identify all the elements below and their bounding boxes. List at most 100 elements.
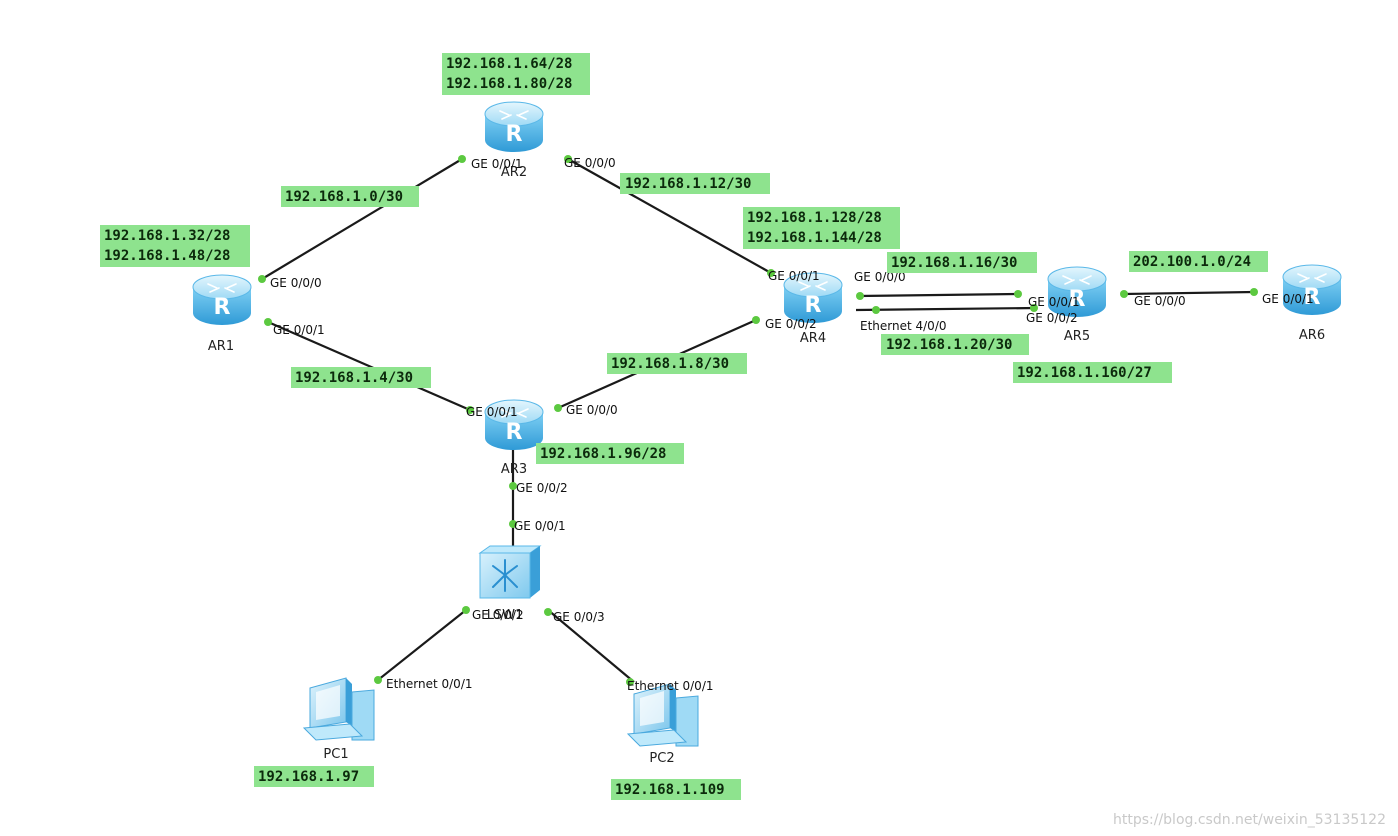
- router-icon: [1282, 264, 1342, 316]
- network-label-bg: [254, 766, 374, 787]
- port-label: GE 0/0/1: [466, 405, 518, 419]
- network-label: 192.168.1.16/30: [891, 255, 1017, 271]
- network-label-bg: [607, 353, 747, 374]
- link-lsw1-pc2: [547, 609, 635, 683]
- network-label-bg: [281, 186, 419, 207]
- network-label: 192.168.1.64/28: [446, 56, 572, 72]
- port-dot: [544, 608, 552, 616]
- network-label-bg: [881, 334, 1029, 355]
- device-label-lsw1: LSW1: [487, 608, 524, 623]
- pc-icon: [626, 683, 699, 747]
- port-label: Ethernet 0/0/1: [627, 679, 714, 693]
- link-lsw1-pc1: [377, 609, 467, 681]
- link-ar5-ar6: [1123, 290, 1255, 296]
- port-dot: [462, 606, 470, 614]
- router-ar1[interactable]: [192, 274, 252, 326]
- network-label: 192.168.1.0/30: [285, 189, 403, 205]
- network-label-bg: [887, 252, 1037, 273]
- port-label: GE 0/0/0: [1134, 294, 1186, 308]
- network-label: 192.168.1.160/27: [1017, 365, 1152, 381]
- port-dot: [564, 155, 572, 163]
- port-dot: [466, 406, 474, 414]
- network-label-bg: [1129, 251, 1268, 272]
- interface-labels: GE 0/0/0 GE 0/0/1 GE 0/0/1 GE 0/0/0 GE 0…: [270, 156, 1314, 693]
- link-ar4-ar5-b: [855, 306, 1037, 312]
- port-label: GE 0/0/1: [471, 157, 523, 171]
- router-ar2[interactable]: [484, 101, 544, 153]
- port-dot: [1250, 288, 1258, 296]
- port-label: GE 0/0/3: [553, 610, 605, 624]
- network-label-bg: [100, 225, 250, 267]
- switch-icon: [478, 545, 542, 599]
- port-dot: [1120, 290, 1128, 298]
- port-label: GE 0/0/0: [566, 403, 618, 417]
- link-ar1-ar2: [261, 158, 463, 280]
- port-dot: [1030, 304, 1038, 312]
- router-ar6[interactable]: [1282, 264, 1342, 316]
- port-label: GE 0/0/2: [516, 481, 568, 495]
- port-dot: [458, 155, 466, 163]
- port-dot: [509, 520, 517, 528]
- device-label-ar1: AR1: [208, 339, 234, 354]
- network-label: 202.100.1.0/24: [1133, 254, 1251, 270]
- network-label: 192.168.1.4/30: [295, 370, 413, 386]
- device-label-ar3: AR3: [501, 462, 527, 477]
- network-label: 192.168.1.109: [615, 782, 725, 798]
- port-label: Ethernet 0/0/1: [386, 677, 473, 691]
- network-labels: 192.168.1.64/28 192.168.1.80/28 192.168.…: [100, 53, 1268, 800]
- network-label: 192.168.1.96/28: [540, 446, 666, 462]
- port-dots: [258, 155, 1258, 686]
- link-ar2-ar4: [567, 158, 772, 274]
- pc-pc2[interactable]: [626, 683, 699, 747]
- port-label: GE 0/0/1: [768, 269, 820, 283]
- link-ar1-ar3: [267, 320, 471, 412]
- network-label-bg: [1013, 362, 1172, 383]
- port-dot: [509, 482, 517, 490]
- port-dot: [752, 316, 760, 324]
- port-dot: [258, 275, 266, 283]
- network-label: 192.168.1.20/30: [886, 337, 1012, 353]
- router-ar5[interactable]: [1047, 266, 1107, 318]
- network-label: 192.168.1.97: [258, 769, 359, 785]
- device-label-ar4: AR4: [800, 331, 826, 346]
- pc-pc1[interactable]: [302, 677, 375, 741]
- port-dot: [1014, 290, 1022, 298]
- network-label: 192.168.1.48/28: [104, 248, 230, 264]
- port-label: GE 0/0/0: [564, 156, 616, 170]
- network-label-bg: [743, 207, 900, 249]
- switch-lsw1[interactable]: [478, 545, 542, 599]
- network-label: 192.168.1.32/28: [104, 228, 230, 244]
- port-dot: [626, 678, 634, 686]
- port-label: Ethernet 4/0/0: [860, 319, 947, 333]
- port-label: GE 0/0/1: [1028, 295, 1080, 309]
- port-label: GE 0/0/1: [514, 519, 566, 533]
- port-dot: [264, 318, 272, 326]
- network-label: 192.168.1.12/30: [625, 176, 751, 192]
- device-label-ar5: AR5: [1064, 329, 1090, 344]
- port-dot: [374, 676, 382, 684]
- port-dot: [872, 306, 880, 314]
- port-label: GE 0/0/2: [1026, 311, 1078, 325]
- links: [261, 158, 1255, 683]
- pc-icon: [302, 677, 375, 741]
- network-label: 192.168.1.128/28: [747, 210, 882, 226]
- device-label-ar6: AR6: [1299, 328, 1325, 343]
- port-label: GE 0/0/1: [1262, 292, 1314, 306]
- network-label: 192.168.1.8/30: [611, 356, 729, 372]
- port-dot: [767, 269, 775, 277]
- port-label: GE 0/0/0: [270, 276, 322, 290]
- port-label: GE 0/0/2: [765, 317, 817, 331]
- device-label-pc2: PC2: [649, 751, 674, 766]
- port-label: GE 0/0/0: [854, 270, 906, 284]
- network-label-bg: [536, 443, 684, 464]
- device-label-pc1: PC1: [323, 747, 348, 762]
- router-icon: [1047, 266, 1107, 318]
- network-label: 192.168.1.144/28: [747, 230, 882, 246]
- port-label: GE 0/0/2: [472, 608, 524, 622]
- port-label: GE 0/0/1: [273, 323, 325, 337]
- network-label-bg: [291, 367, 431, 388]
- network-label-bg: [442, 53, 590, 95]
- router-icon: [484, 101, 544, 153]
